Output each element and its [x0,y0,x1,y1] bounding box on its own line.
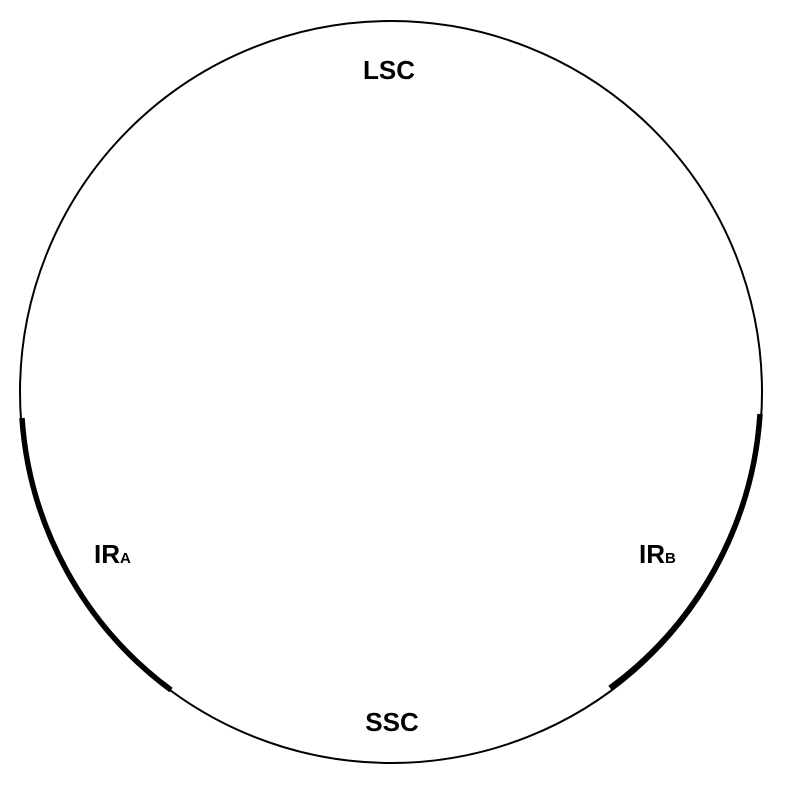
genome-circle [19,20,763,764]
inverted-repeat-a-label-main: IR [94,539,120,569]
inverted-repeat-a-label-sub: A [120,550,131,567]
inverted-repeat-a-label: IRA [94,539,131,569]
inverted-repeat-b-label: IRB [639,539,676,569]
large-single-copy-label: LSC [363,55,415,85]
small-single-copy-label: SSC [365,707,419,737]
inverted-repeat-b-label-main: IR [639,539,665,569]
inverted-repeat-a-arc [19,417,173,693]
inverted-repeat-b-arc [608,413,763,691]
inverted-repeat-b-label-sub: B [665,550,676,567]
